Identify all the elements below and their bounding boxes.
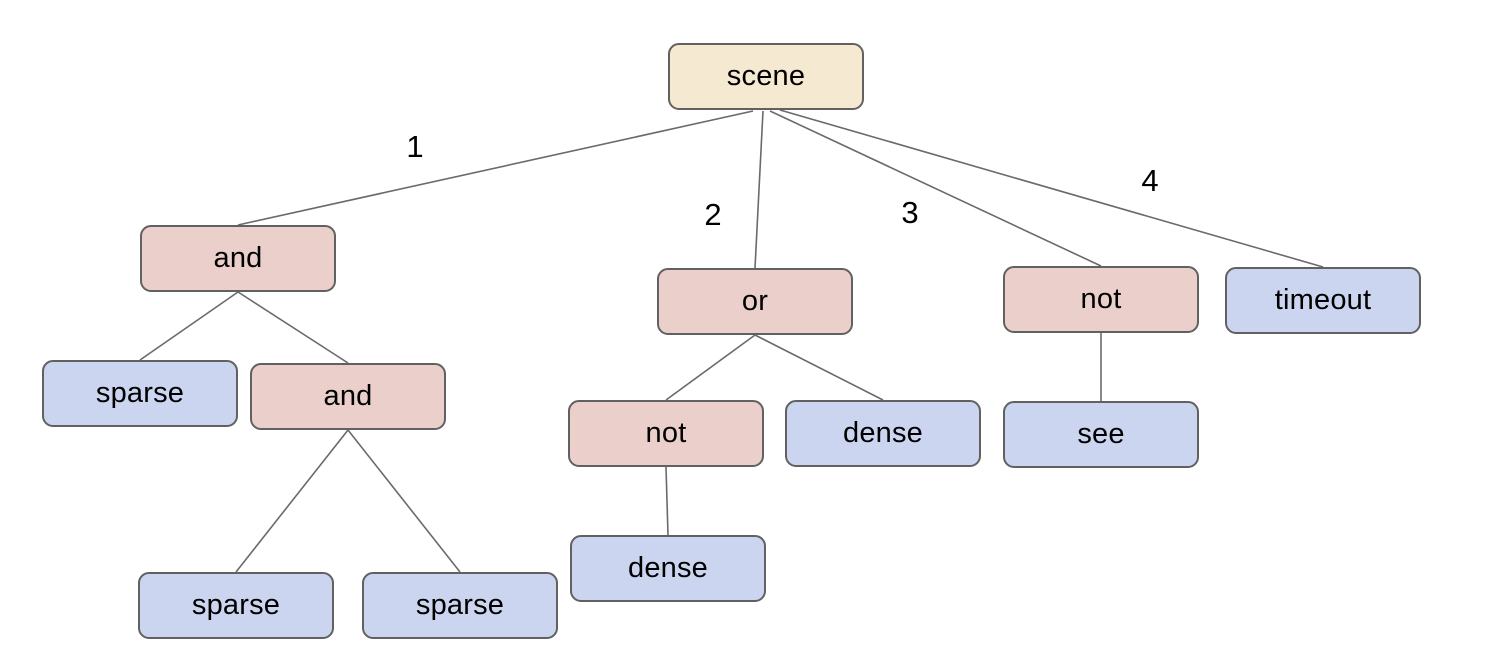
node-timeout: timeout — [1225, 267, 1421, 334]
edge-label-4: 4 — [1141, 163, 1159, 198]
edge-label-1: 1 — [406, 129, 424, 164]
edge-scene-not — [769, 110, 1102, 267]
edge-label-2: 2 — [704, 197, 722, 232]
node-dense-2: dense — [570, 535, 766, 602]
edge-scene-and — [237, 110, 754, 226]
node-scene: scene — [668, 43, 864, 110]
edge-or-dense — [754, 334, 884, 401]
node-sparse-3: sparse — [362, 572, 558, 639]
node-see: see — [1003, 401, 1199, 468]
node-sparse-1: sparse — [42, 360, 238, 427]
edge-scene-timeout — [779, 109, 1324, 268]
edge-or-not — [665, 334, 756, 401]
edge-not-dense — [665, 466, 669, 536]
node-dense-1: dense — [785, 400, 981, 467]
node-and: and — [140, 225, 336, 292]
edge-and-and — [237, 291, 349, 364]
node-and-nested: and — [250, 363, 446, 430]
edge-scene-or — [754, 110, 764, 269]
edge-and-sparse — [139, 291, 239, 361]
node-not: not — [1003, 266, 1199, 333]
edge-and2-sparse — [235, 429, 349, 573]
edge-and2-sparse2 — [347, 429, 461, 573]
node-sparse-2: sparse — [138, 572, 334, 639]
edge-label-3: 3 — [901, 195, 919, 230]
node-not-nested: not — [568, 400, 764, 467]
node-or: or — [657, 268, 853, 335]
